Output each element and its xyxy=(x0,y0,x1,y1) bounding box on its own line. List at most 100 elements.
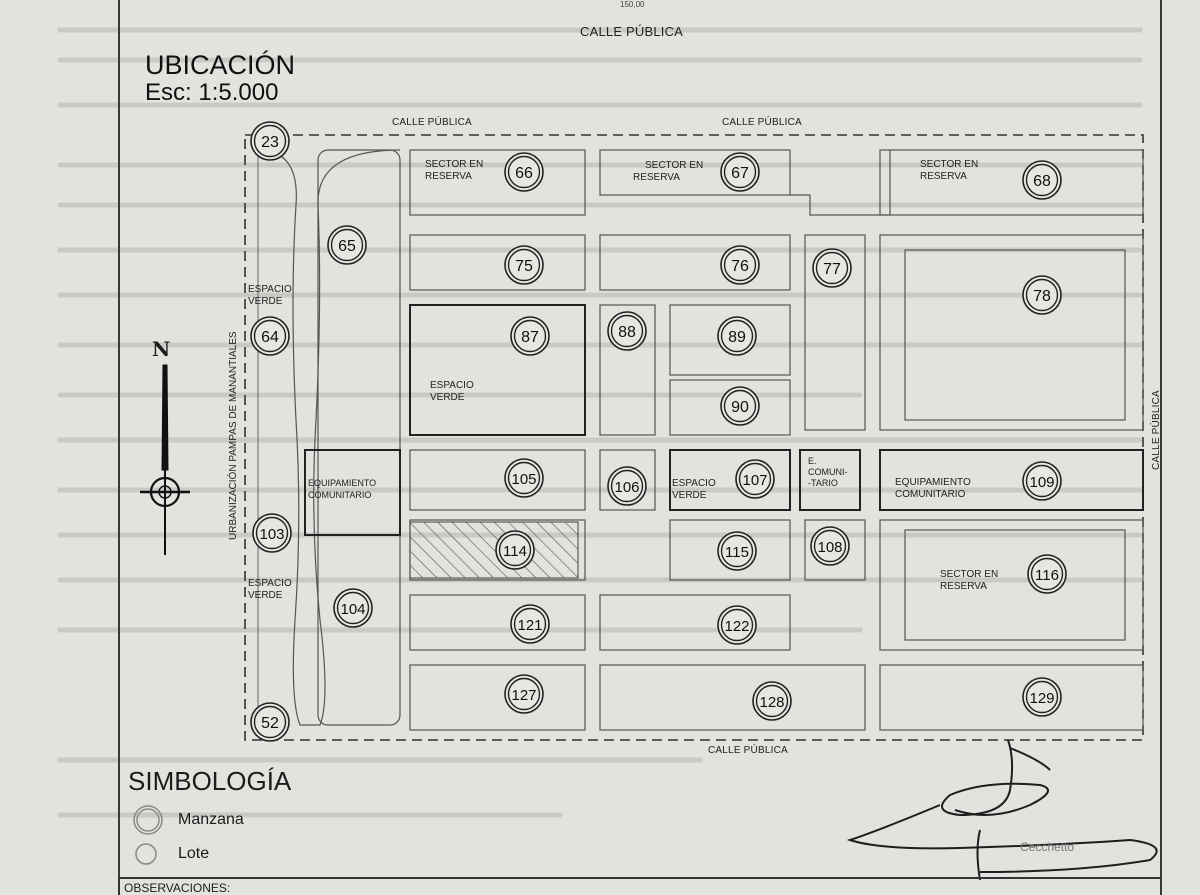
manzana-68: 68 xyxy=(1022,160,1062,200)
manzana-89: 89 xyxy=(717,316,757,356)
manzana-number: 77 xyxy=(823,261,841,278)
manzana-number: 65 xyxy=(338,238,356,255)
manzana-76: 76 xyxy=(720,245,760,285)
north-arrow xyxy=(140,364,190,555)
map-scale: Esc: 1:5.000 xyxy=(145,79,279,106)
manzana-number: 116 xyxy=(1035,567,1059,584)
manzana-number: 109 xyxy=(1029,474,1054,491)
manzana-114: 114 xyxy=(495,530,535,570)
manzana-number: 129 xyxy=(1029,690,1054,707)
signer-name: Cecchetto xyxy=(1020,840,1075,854)
scale-tick: 150,00 xyxy=(620,0,645,9)
manzana-number: 23 xyxy=(261,134,279,151)
manzana-number: 115 xyxy=(725,544,749,561)
manzana-number: 103 xyxy=(259,526,284,543)
street-label-top-main: CALLE PÚBLICA xyxy=(580,24,684,39)
manzana-number: 75 xyxy=(515,258,533,275)
manzana-number: 114 xyxy=(503,543,527,560)
manzana-52: 52 xyxy=(250,702,290,742)
manzana-number: 76 xyxy=(731,258,749,275)
manzana-90: 90 xyxy=(720,386,760,426)
manzana-128: 128 xyxy=(752,681,792,721)
signature-scribble xyxy=(846,739,1158,881)
manzana-number: 108 xyxy=(817,539,842,556)
hatched-lot xyxy=(409,521,579,579)
manzana-103: 103 xyxy=(252,513,292,553)
manzana-127: 127 xyxy=(504,674,544,714)
manzana-number: 89 xyxy=(728,329,746,346)
manzana-number: 122 xyxy=(724,618,749,635)
street-label-top-left: CALLE PÚBLICA xyxy=(392,117,472,128)
manzana-115: 115 xyxy=(717,531,757,571)
manzana-number: 64 xyxy=(261,329,279,346)
legend-title: SIMBOLOGÍA xyxy=(128,766,292,796)
manzana-number: 128 xyxy=(759,694,784,711)
site-boundary xyxy=(244,134,1144,741)
map-title: UBICACIÓN xyxy=(145,50,296,80)
manzana-number: 87 xyxy=(521,329,539,346)
manzana-75: 75 xyxy=(504,245,544,285)
legend-lote-icon xyxy=(135,843,157,865)
manzana-64: 64 xyxy=(250,316,290,356)
legend-lote-label: Lote xyxy=(178,845,210,862)
green-strip-left xyxy=(257,149,401,726)
manzana-107: 107 xyxy=(735,459,775,499)
frame-left xyxy=(118,0,120,895)
observaciones-label: OBSERVACIONES: xyxy=(124,881,231,895)
street-label-right: CALLE PÚBLICA xyxy=(1151,390,1162,470)
frame-right xyxy=(1160,0,1162,895)
manzana-number: 78 xyxy=(1033,288,1051,305)
manzana-122: 122 xyxy=(717,605,757,645)
manzana-number: 104 xyxy=(340,601,365,618)
manzana-88: 88 xyxy=(607,311,647,351)
manzana-23: 23 xyxy=(250,121,290,161)
manzana-number: 67 xyxy=(731,165,749,182)
manzana-layer: 23 66 67 68 65 75 76 77 78 64 87 88 89 90 105 106 107 109… xyxy=(250,121,1067,742)
manzana-number: 127 xyxy=(511,687,536,704)
manzana-66: 66 xyxy=(504,152,544,192)
observaciones-box: OBSERVACIONES: xyxy=(118,877,1160,895)
manzana-number: 107 xyxy=(742,472,767,489)
manzana-number: 90 xyxy=(731,399,749,416)
manzana-number: 52 xyxy=(261,715,279,732)
manzana-121: 121 xyxy=(510,604,550,644)
manzana-129: 129 xyxy=(1022,677,1062,717)
manzana-number: 105 xyxy=(511,471,536,488)
block-65 xyxy=(317,149,401,726)
manzana-106: 106 xyxy=(607,466,647,506)
manzana-116: 116 xyxy=(1027,554,1067,594)
manzana-65: 65 xyxy=(327,225,367,265)
manzana-104: 104 xyxy=(333,588,373,628)
manzana-number: 121 xyxy=(517,617,542,634)
manzana-87: 87 xyxy=(510,316,550,356)
blocks xyxy=(304,149,1144,731)
manzana-108: 108 xyxy=(810,526,850,566)
north-letter: N xyxy=(152,337,171,361)
street-label-top-right: CALLE PÚBLICA xyxy=(722,117,802,128)
street-label-bottom: CALLE PÚBLICA xyxy=(708,745,788,756)
street-label-urbanizacion: URBANIZACIÓN PAMPAS DE MANANTIALES xyxy=(228,331,239,540)
manzana-67: 67 xyxy=(720,152,760,192)
manzana-number: 106 xyxy=(614,479,639,496)
manzana-number: 66 xyxy=(515,165,533,182)
manzana-78: 78 xyxy=(1022,275,1062,315)
legend-manzana-label: Manzana xyxy=(178,811,244,828)
manzana-number: 88 xyxy=(618,324,636,341)
manzana-number: 68 xyxy=(1033,173,1051,190)
manzana-77: 77 xyxy=(812,248,852,288)
manzana-109: 109 xyxy=(1022,461,1062,501)
manzana-105: 105 xyxy=(504,458,544,498)
legend-manzana-icon xyxy=(133,805,163,835)
